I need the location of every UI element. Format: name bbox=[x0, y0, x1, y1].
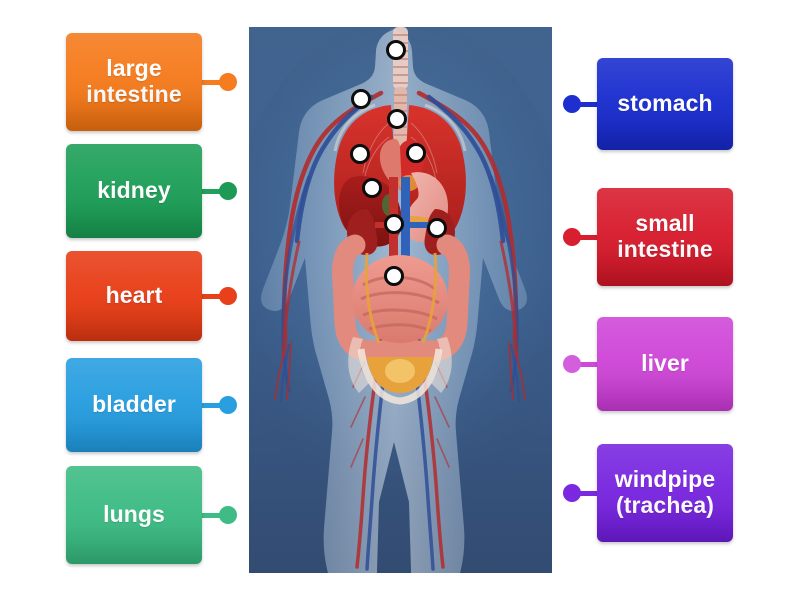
connector-line-large-intestine bbox=[200, 80, 228, 85]
connector-line-lungs bbox=[200, 513, 228, 518]
label-card-stomach[interactable]: stomach bbox=[597, 58, 733, 150]
hotspot-marker-4[interactable] bbox=[350, 144, 370, 164]
connector-knob-liver[interactable] bbox=[563, 355, 581, 373]
hotspot-marker-7[interactable] bbox=[384, 214, 404, 234]
connector-line-liver bbox=[572, 362, 599, 367]
label-card-text: lungs bbox=[103, 501, 165, 528]
label-card-text: heart bbox=[105, 282, 163, 309]
connector-line-windpipe-trachea bbox=[572, 491, 599, 496]
hotspot-marker-5[interactable] bbox=[406, 143, 426, 163]
hotspot-marker-9[interactable] bbox=[384, 266, 404, 286]
label-card-text: windpipe(trachea) bbox=[614, 466, 716, 518]
label-card-kidney[interactable]: kidney bbox=[66, 144, 202, 238]
label-card-bladder[interactable]: bladder bbox=[66, 358, 202, 452]
connector-knob-lungs[interactable] bbox=[219, 506, 237, 524]
connector-line-heart bbox=[200, 294, 228, 299]
connector-knob-small-intestine[interactable] bbox=[563, 228, 581, 246]
connector-line-small-intestine bbox=[572, 235, 599, 240]
connector-knob-heart[interactable] bbox=[219, 287, 237, 305]
hotspot-marker-6[interactable] bbox=[362, 178, 382, 198]
label-card-heart[interactable]: heart bbox=[66, 251, 202, 341]
hotspot-marker-3[interactable] bbox=[387, 109, 407, 129]
connector-knob-stomach[interactable] bbox=[563, 95, 581, 113]
label-card-text: stomach bbox=[617, 90, 713, 117]
connector-knob-windpipe-trachea[interactable] bbox=[563, 484, 581, 502]
connector-line-bladder bbox=[200, 403, 228, 408]
connector-knob-large-intestine[interactable] bbox=[219, 73, 237, 91]
connector-line-stomach bbox=[572, 102, 599, 107]
connector-knob-kidney[interactable] bbox=[219, 182, 237, 200]
hotspot-marker-8[interactable] bbox=[427, 218, 447, 238]
label-card-text: liver bbox=[641, 350, 689, 377]
connector-line-kidney bbox=[200, 189, 228, 194]
label-card-text: bladder bbox=[92, 391, 176, 418]
hotspot-marker-1[interactable] bbox=[386, 40, 406, 60]
label-card-liver[interactable]: liver bbox=[597, 317, 733, 411]
connector-knob-bladder[interactable] bbox=[219, 396, 237, 414]
label-card-text: kidney bbox=[97, 177, 171, 204]
hotspot-marker-2[interactable] bbox=[351, 89, 371, 109]
label-card-windpipe-trachea[interactable]: windpipe(trachea) bbox=[597, 444, 733, 542]
label-card-lungs[interactable]: lungs bbox=[66, 466, 202, 564]
